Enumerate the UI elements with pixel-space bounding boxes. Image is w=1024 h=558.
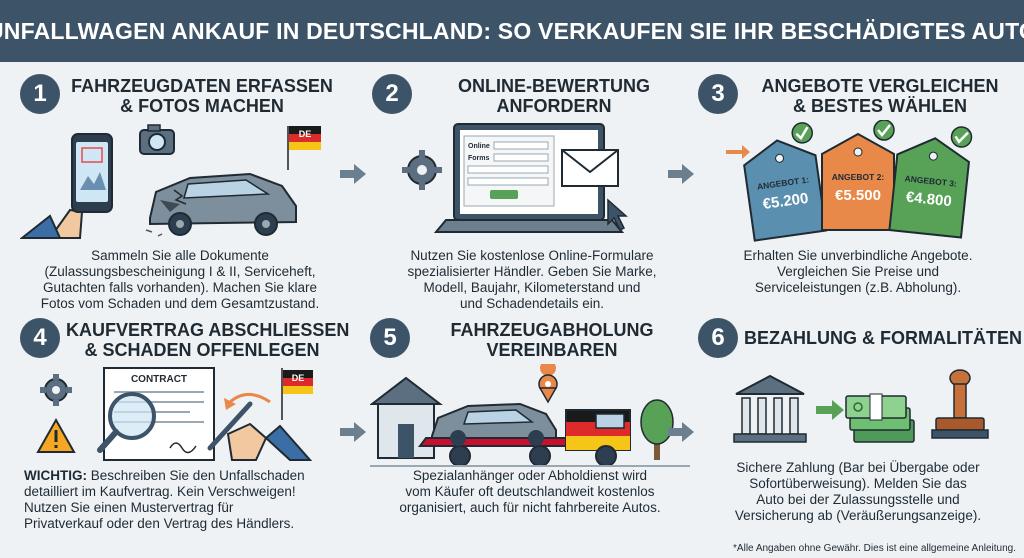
step-description: Nutzen Sie kostenlose Online-Formulare s…: [407, 248, 657, 311]
price-tag: ANGEBOT 3:€4.800: [888, 126, 973, 239]
price-tag-value: €5.200: [762, 190, 810, 213]
step-3: 3 ANGEBOTE VERGLEICHEN & BESTES WÄHLEN A…: [698, 74, 1018, 304]
curved-arrow-icon: [224, 393, 271, 410]
form-label-forms: Forms: [468, 155, 490, 162]
money-stack-icon: [845, 393, 915, 443]
smartphone-icon: [20, 133, 113, 239]
bank-icon: [733, 374, 807, 443]
check-icon: [791, 122, 813, 144]
transfer-arrow-icon: [816, 400, 844, 420]
price-tag: ANGEBOT 1:€5.200: [743, 122, 828, 242]
footnote: *Alle Angaben ohne Gewähr. Dies ist eine…: [733, 543, 1016, 554]
step-description: Erhalten Sie unverbindliche Angebote. Ve…: [743, 248, 973, 295]
step-6: 6 BEZAHLUNG & FORMALITÄTEN: [698, 318, 1022, 548]
step-6-illustration: [733, 369, 989, 443]
step-5-illustration: [370, 364, 690, 467]
step-4-illustration: CONTRACT DE: [36, 367, 313, 461]
step-description: Sammeln Sie alle Dokumente (Zulassungsbe…: [40, 248, 320, 311]
contract-label: CONTRACT: [131, 374, 187, 385]
cursor-icon: [607, 198, 628, 232]
tow-truck-icon: [418, 409, 631, 467]
house-icon: [370, 376, 443, 459]
step-description: WICHTIG: Beschreiben Sie den Unfallschad…: [24, 468, 305, 531]
price-tag: ANGEBOT 2: €5.500: [821, 120, 895, 231]
tree-icon: [640, 399, 674, 460]
step-1: 1 FAHRZEUGDATEN ERFASSEN & FOTOS MACHEN …: [20, 74, 340, 311]
step-number: 6: [698, 318, 738, 358]
check-icon: [950, 126, 973, 148]
arrow-right-icon: [668, 422, 694, 442]
step-number: 3: [698, 74, 738, 114]
form-label-online: Online: [468, 143, 490, 150]
gear-icon: [402, 150, 442, 190]
flag-label: DE: [299, 129, 312, 139]
arrow-right-icon: [340, 422, 366, 442]
step-title: ANGEBOTE VERGLEICHEN & BESTES WÄHLEN: [761, 76, 999, 116]
step-2: 2 ONLINE-BEWERTUNG ANFORDERN Online Form…: [372, 74, 692, 311]
step-title: ONLINE-BEWERTUNG ANFORDERN: [458, 76, 650, 116]
step-1-illustration: DE: [20, 124, 321, 239]
step-title: FAHRZEUGABHOLUNG VEREINBAREN: [450, 320, 654, 360]
step-5: 5 FAHRZEUGABHOLUNG VEREINBAREN: [370, 318, 690, 548]
step-title: FAHRZEUGDATEN ERFASSEN & FOTOS MACHEN: [71, 76, 333, 116]
magnifier-icon: [97, 392, 156, 453]
step-number: 2: [372, 74, 412, 114]
germany-flag-icon: DE: [287, 126, 321, 170]
step-title: BEZAHLUNG & FORMALITÄTEN: [744, 328, 1022, 348]
step-description: Spezialanhänger oder Abholdienst wird vo…: [399, 468, 661, 515]
envelope-icon: [561, 149, 619, 187]
warning-icon: [36, 417, 76, 453]
step-title: KAUFVERTRAG ABSCHLIESSEN & SCHADEN OFFEN…: [66, 320, 350, 360]
page-title: ‘UNFALLWAGEN ANKAUF IN DEUTSCHLAND: SO V…: [0, 17, 1024, 44]
flag-label: DE: [292, 373, 305, 383]
gear-icon: [40, 374, 72, 406]
step-4: 4 KAUFVERTRAG ABSCHLIESSEN & SCHADEN OFF…: [20, 318, 350, 548]
arrow-right-icon: [340, 164, 366, 184]
camera-icon: [139, 124, 175, 155]
arrow-icon: [726, 145, 750, 159]
damaged-car-icon: [145, 172, 297, 237]
location-pin-icon: [538, 364, 558, 404]
header-bar: ‘UNFALLWAGEN ANKAUF IN DEUTSCHLAND: SO V…: [0, 0, 1024, 62]
step-number: 1: [20, 74, 60, 114]
germany-flag-icon: DE: [281, 368, 313, 420]
arrow-right-icon: [668, 164, 694, 184]
price-tag-value: €5.500: [835, 187, 881, 204]
pen-hand-icon: [207, 401, 313, 461]
step-number: 5: [370, 318, 410, 358]
price-tag-value: €4.800: [905, 189, 952, 211]
stamp-icon: [931, 369, 989, 439]
damaged-car-icon: [431, 402, 557, 446]
step-2-illustration: Online Forms: [402, 123, 628, 233]
price-tag-label: ANGEBOT 2:: [832, 172, 885, 182]
step-number: 4: [20, 318, 60, 358]
step-description: Sichere Zahlung (Bar bei Übergabe oder S…: [734, 460, 982, 523]
laptop-icon: Online Forms: [433, 123, 625, 233]
check-icon: [873, 120, 895, 141]
